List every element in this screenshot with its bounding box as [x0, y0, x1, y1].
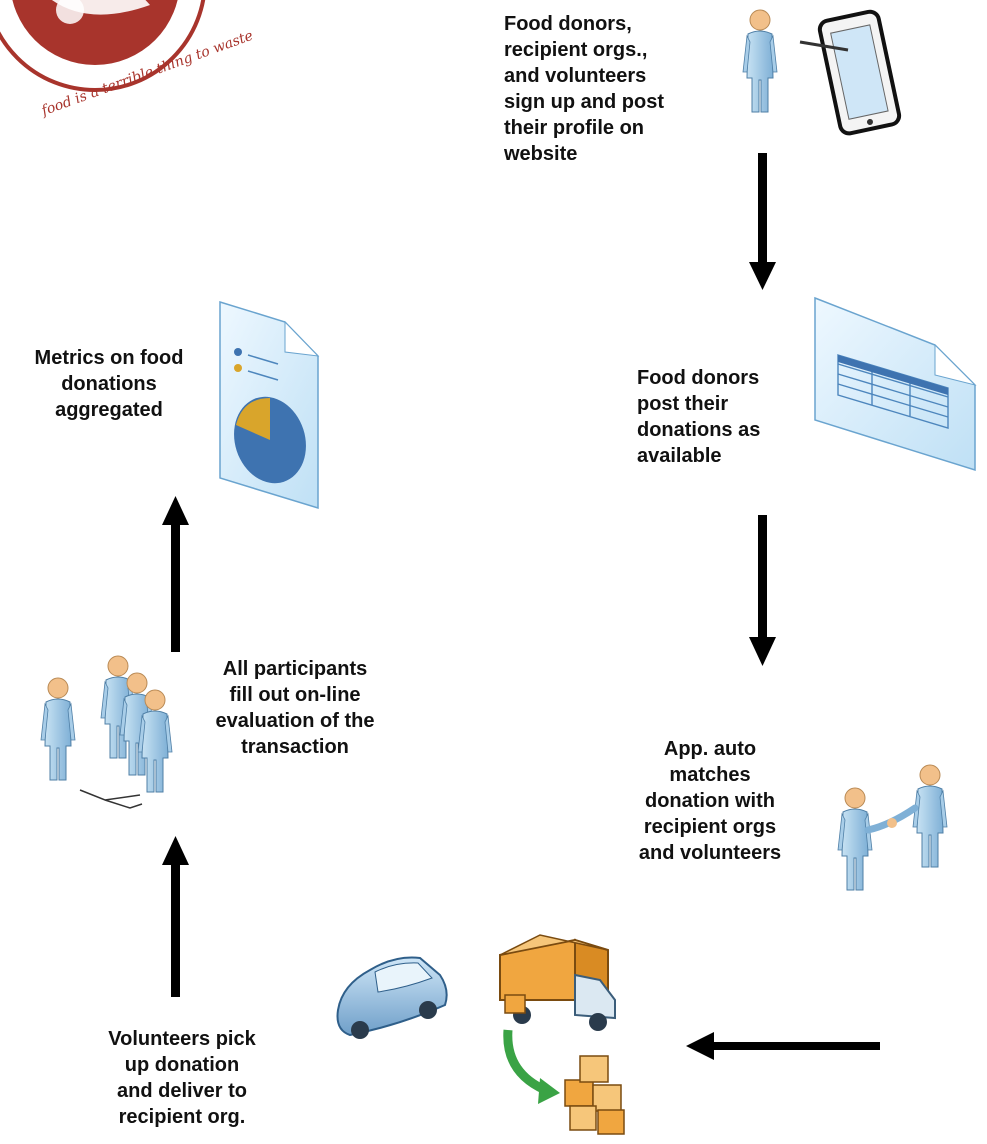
flow-arrows — [162, 153, 880, 1060]
pie-chart-report-icon — [219, 300, 320, 510]
arrow-down-1 — [749, 153, 776, 290]
step-metrics-label: Metrics on food donations aggregated — [34, 347, 184, 421]
handshake-people-icon — [837, 764, 948, 891]
step-post-label: Food donors post their donations as avai… — [637, 367, 761, 467]
step-evaluate-label: All participants fill out on-line evalua… — [215, 658, 375, 758]
step-match-label: App. auto matches donation with recipien… — [638, 738, 782, 864]
logo-seal-icon: food is a terrible thing to waste — [0, 0, 255, 120]
arrow-left — [686, 1032, 880, 1060]
group-of-people-icon — [40, 655, 173, 809]
step-signup-label: Food donors, recipient orgs., and volunt… — [504, 13, 664, 165]
person-with-tablet-icon — [742, 9, 902, 136]
step-deliver-label: Volunteers pick up donation and deliver … — [108, 1028, 256, 1128]
car-and-truck-icon — [336, 934, 625, 1135]
arrow-up-1 — [162, 836, 189, 997]
arrow-up-2 — [162, 496, 189, 652]
arrow-down-2 — [749, 515, 776, 666]
spreadsheet-document-icon — [814, 296, 977, 472]
